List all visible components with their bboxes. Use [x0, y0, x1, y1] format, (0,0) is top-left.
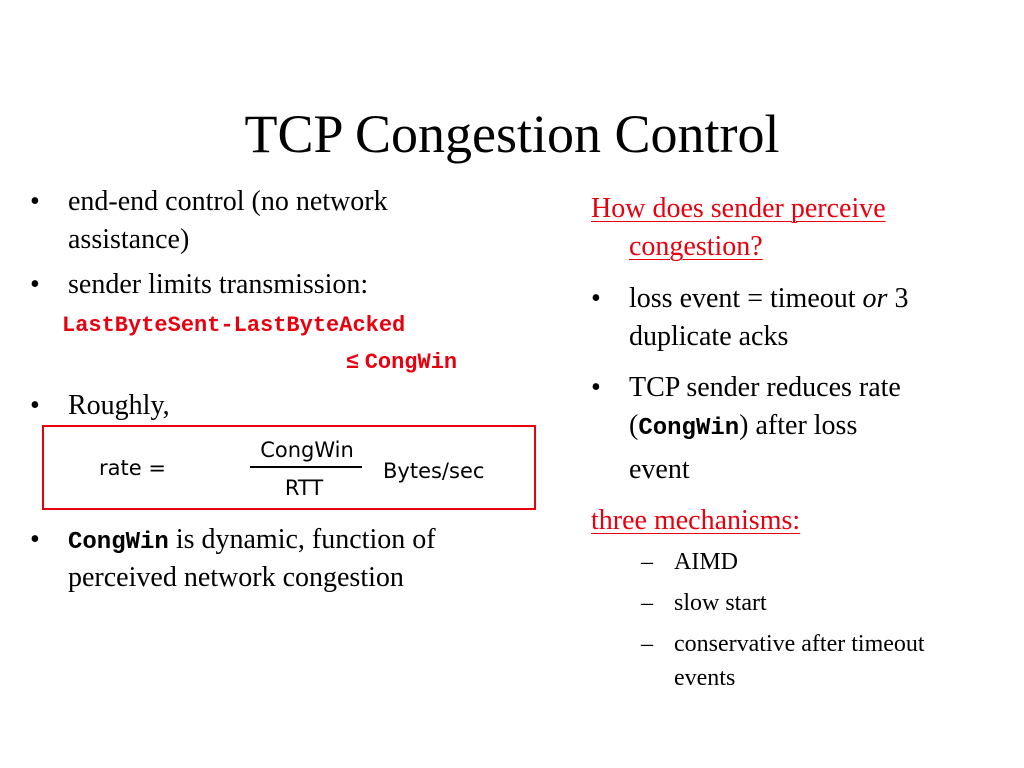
leq-symbol: ≤	[346, 350, 360, 375]
bullet-marker: •	[30, 269, 40, 300]
slide-title: TCP Congestion Control	[244, 104, 780, 164]
bullet-text: Roughly,	[68, 390, 170, 421]
bullet-text: sender limits transmission:	[68, 269, 369, 300]
formula-numerator: CongWin	[260, 438, 354, 462]
bullet-text: CongWin is dynamic, function of	[68, 521, 436, 562]
bullet-text-continued: assistance)	[68, 224, 190, 255]
bullet-marker: •	[591, 283, 601, 314]
bullet-marker: •	[30, 186, 40, 217]
bullet-text: TCP sender reduces rate	[629, 372, 901, 403]
sub-item-text: AIMD	[674, 549, 738, 575]
congwin-code: CongWin	[638, 415, 740, 442]
rate-formula-box	[42, 425, 536, 510]
bullet-text: end-end control (no network	[68, 186, 388, 217]
bullet-marker: •	[30, 524, 40, 555]
fraction-bar	[250, 466, 362, 468]
sub-item-text: conservative after timeout	[674, 631, 925, 657]
question-heading-continued: congestion?	[629, 231, 763, 262]
bullet-text-continued: duplicate acks	[629, 321, 789, 352]
open-paren: (	[629, 410, 639, 441]
or-emphasis: or	[862, 283, 888, 314]
bullet-text: loss event = timeout or 3	[629, 280, 908, 318]
bullet-text-continued: perceived network congestion	[68, 562, 404, 593]
bullet-marker: •	[30, 390, 40, 421]
bullet-text-continued: (CongWin) after loss	[629, 407, 857, 448]
formula-rate-label: rate =	[99, 456, 166, 480]
bullet-text-rest: is dynamic, function of	[168, 524, 436, 555]
code-congwin-inequality: ≤ CongWin	[346, 346, 457, 378]
congwin-code: CongWin	[68, 529, 169, 556]
mechanisms-heading: three mechanisms:	[591, 505, 801, 536]
after-loss-text: ) after loss	[739, 410, 858, 441]
loss-event-count: 3	[887, 283, 909, 314]
congwin-code: CongWin	[364, 350, 458, 375]
code-lastbyte-expression: LastByteSent-LastByteAcked	[62, 313, 406, 338]
bullet-marker: •	[591, 372, 601, 403]
bullet-text-final: event	[629, 454, 690, 485]
question-heading: How does sender perceive	[591, 193, 886, 224]
sub-item-text: slow start	[674, 590, 767, 616]
sub-item-text-continued: events	[674, 665, 736, 691]
dash-marker: –	[641, 631, 653, 657]
loss-event-text: loss event = timeout	[629, 283, 863, 314]
dash-marker: –	[641, 549, 653, 575]
dash-marker: –	[641, 590, 653, 616]
formula-denominator: RTT	[284, 476, 324, 500]
formula-unit: Bytes/sec	[383, 459, 485, 483]
